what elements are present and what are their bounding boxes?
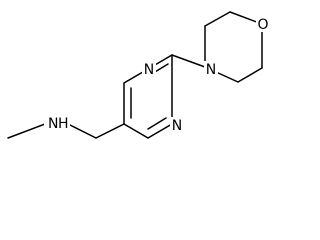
chemical-structure-diagram: O N N N N H (7, 11, 270, 139)
atom-label-n3: N (172, 118, 182, 134)
bond-cc-cd (237, 67, 263, 83)
bond-c2-morpholine-n (171, 54, 206, 68)
atom-n3-ring: N (170, 117, 184, 134)
atom-label-n1: N (144, 62, 154, 78)
atom-o-morpholine: O (256, 16, 270, 33)
atom-n1-ring: N (142, 61, 156, 78)
atom-n-morpholine: N (204, 61, 218, 78)
atom-label-h-amine: H (58, 116, 69, 132)
bond-n3-c4 (147, 123, 173, 139)
bond-c4-c5 (123, 123, 149, 139)
atom-nh-amine: N H (44, 112, 70, 132)
bond-ch2-nh (67, 123, 97, 139)
atom-label-o: O (257, 17, 268, 33)
bond-nh-ch3 (7, 123, 46, 139)
atom-label-n-amine: N (48, 116, 58, 132)
bond-ca-cb (204, 11, 231, 27)
atom-label-n-morpholine: N (206, 62, 216, 78)
bond-c5-ch2 (95, 123, 125, 139)
double-bond-n3-c4 (147, 117, 167, 130)
